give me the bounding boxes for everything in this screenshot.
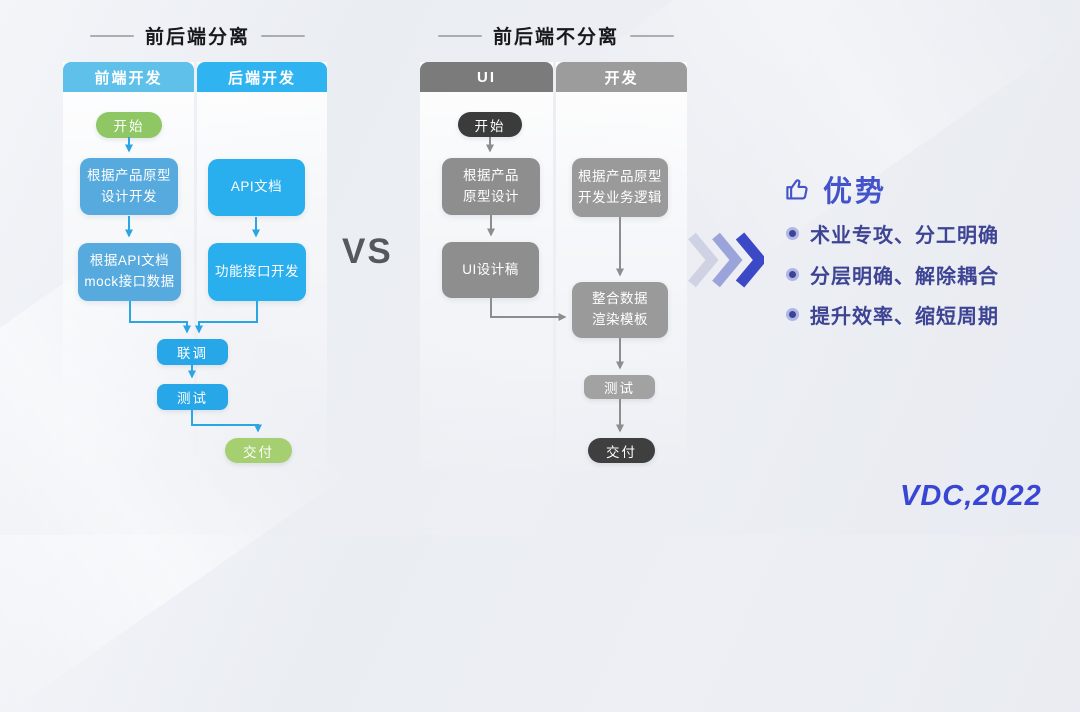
title-dash-right bbox=[261, 34, 306, 37]
vs-label: VS bbox=[342, 232, 393, 271]
deliver-node-coupled: 交付 bbox=[588, 438, 655, 463]
start-node-coupled: 开始 bbox=[458, 112, 522, 137]
flow-node-api-doc: API文档 bbox=[208, 159, 305, 216]
title-dash-left bbox=[90, 34, 134, 37]
bullet-icon bbox=[786, 268, 799, 281]
ui-column-header: UI bbox=[420, 62, 553, 92]
advantage-item: 分层明确、解除耦合 bbox=[786, 260, 999, 289]
flow-node-mock-api-data: 根据API文档 mock接口数据 bbox=[78, 243, 181, 301]
advantages-header: 优势 bbox=[783, 168, 887, 210]
flow-node-prototype-design: 根据产品 原型设计 bbox=[442, 158, 540, 215]
flow-node-joint-debug: 联调 bbox=[157, 339, 228, 365]
advantage-item: 术业专攻、分工明确 bbox=[786, 219, 999, 248]
separated-panel-title: 前后端分离 bbox=[145, 27, 251, 48]
separated-panel-title-row: 前后端分离 bbox=[90, 22, 306, 49]
deliver-node-separated: 交付 bbox=[225, 438, 292, 463]
flow-node-ui-draft: UI设计稿 bbox=[442, 242, 539, 298]
backend-column-header: 后端开发 bbox=[197, 62, 327, 92]
triple-chevron-icon bbox=[688, 232, 764, 288]
vdc-2022-logo: VDC,2022 bbox=[900, 480, 1042, 512]
advantage-item: 提升效率、缩短周期 bbox=[786, 300, 999, 329]
start-node-separated: 开始 bbox=[96, 112, 162, 138]
coupled-panel-title-row: 前后端不分离 bbox=[438, 22, 675, 49]
advantages-title: 优势 bbox=[823, 176, 888, 208]
flow-node-test-coupled: 测试 bbox=[584, 375, 655, 399]
thumbs-up-icon bbox=[786, 179, 808, 200]
flow-node-test-separated: 测试 bbox=[157, 384, 228, 410]
title-dash-left bbox=[438, 34, 482, 37]
dev-column bbox=[556, 62, 687, 482]
flow-node-business-logic: 根据产品原型 开发业务逻辑 bbox=[572, 158, 668, 217]
flow-node-render-template: 整合数据 渲染模板 bbox=[572, 282, 668, 338]
title-dash-right bbox=[630, 34, 675, 37]
flow-node-feature-api-dev: 功能接口开发 bbox=[208, 243, 306, 301]
bullet-icon bbox=[786, 227, 799, 240]
bullet-icon bbox=[786, 308, 799, 321]
frontend-column-header: 前端开发 bbox=[63, 62, 194, 92]
dev-column-header: 开发 bbox=[556, 62, 687, 92]
flow-node-design-by-prototype: 根据产品原型 设计开发 bbox=[80, 158, 178, 215]
coupled-panel-title: 前后端不分离 bbox=[493, 27, 620, 48]
